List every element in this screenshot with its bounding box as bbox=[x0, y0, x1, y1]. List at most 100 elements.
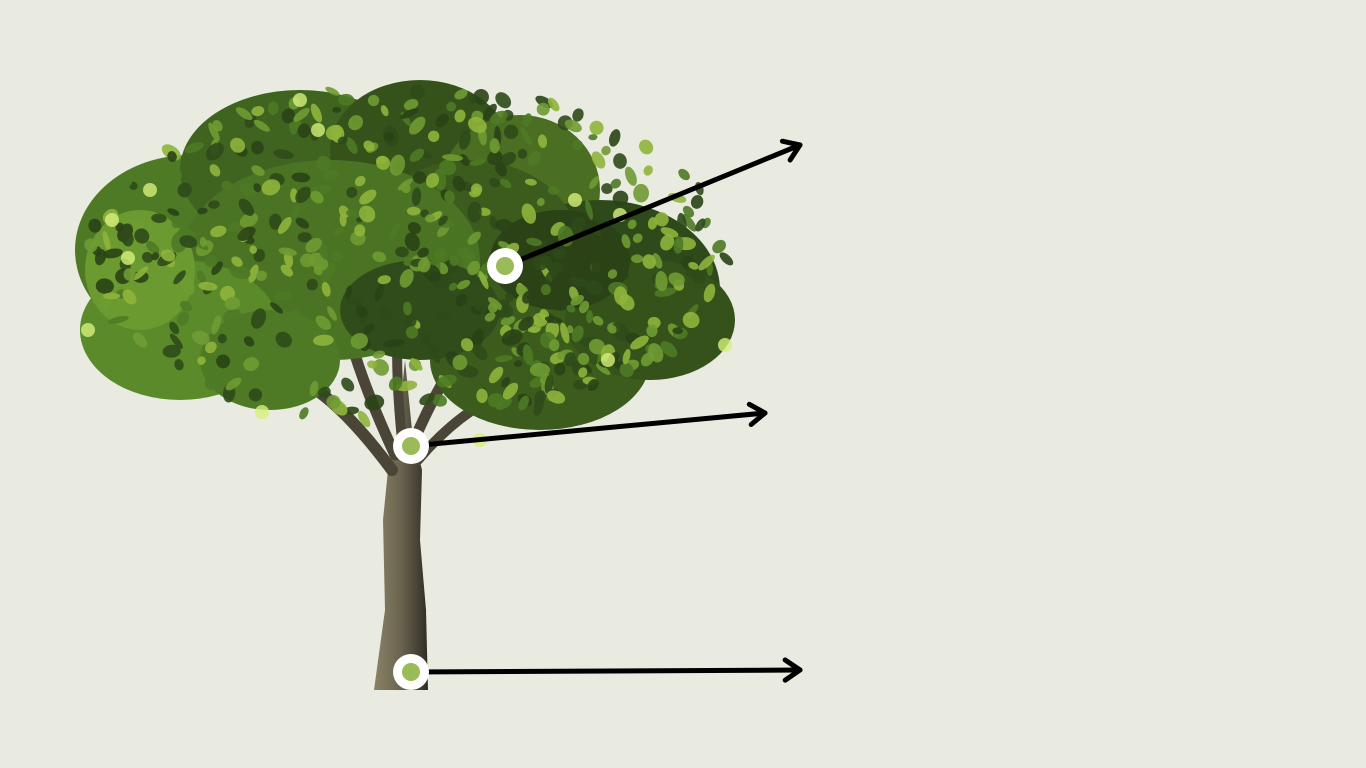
leaf bbox=[593, 213, 606, 225]
leaf bbox=[235, 368, 245, 378]
leaf bbox=[162, 344, 181, 358]
leaf bbox=[500, 152, 517, 166]
leaf bbox=[378, 305, 393, 322]
leaf bbox=[250, 308, 267, 329]
leaf bbox=[428, 130, 440, 142]
leaf bbox=[346, 209, 361, 219]
leaf bbox=[217, 333, 227, 344]
leaf bbox=[690, 194, 704, 209]
leaf bbox=[608, 129, 621, 147]
leaf bbox=[274, 291, 292, 301]
leaf bbox=[357, 410, 371, 428]
leaf bbox=[372, 350, 386, 359]
leaf bbox=[452, 354, 468, 371]
hotspot-branches[interactable] bbox=[393, 428, 429, 464]
leaf bbox=[553, 248, 567, 260]
leaf bbox=[436, 374, 457, 388]
leaf bbox=[113, 179, 133, 192]
leaf bbox=[208, 200, 220, 209]
leaf bbox=[299, 407, 309, 420]
leaf bbox=[621, 234, 631, 249]
leaf bbox=[297, 123, 311, 138]
leaf bbox=[225, 377, 242, 391]
leaf bbox=[355, 305, 368, 318]
leaf bbox=[640, 352, 654, 367]
leaf bbox=[239, 212, 258, 228]
leaf bbox=[425, 172, 440, 188]
leaf bbox=[535, 95, 553, 109]
leaf bbox=[474, 304, 487, 313]
leaf bbox=[467, 231, 481, 245]
leaf bbox=[449, 255, 459, 266]
leaf bbox=[401, 183, 411, 194]
leaf bbox=[456, 247, 475, 261]
leaf bbox=[585, 199, 594, 220]
leaf bbox=[495, 92, 512, 109]
leaf bbox=[413, 171, 426, 184]
leaf bbox=[631, 254, 644, 264]
leaf bbox=[364, 394, 385, 411]
leaf bbox=[532, 256, 548, 271]
leaf bbox=[630, 335, 649, 350]
leaf bbox=[554, 362, 566, 376]
leaf bbox=[522, 113, 532, 127]
leaf bbox=[478, 270, 489, 290]
leaf bbox=[411, 187, 422, 206]
hotspot-crown[interactable] bbox=[487, 248, 523, 284]
leaf bbox=[243, 357, 260, 372]
leaf bbox=[359, 189, 377, 205]
leaf bbox=[367, 360, 378, 369]
leaf-highlight bbox=[105, 213, 119, 227]
leaf bbox=[567, 325, 574, 334]
leaf bbox=[346, 186, 358, 198]
leaf bbox=[564, 119, 582, 133]
leaf bbox=[269, 213, 282, 230]
leaf bbox=[522, 290, 534, 304]
leaf bbox=[642, 254, 656, 269]
leaf bbox=[448, 282, 458, 291]
leaf bbox=[338, 93, 355, 106]
leaf-highlight bbox=[293, 93, 307, 107]
leaf bbox=[540, 284, 552, 296]
leaf bbox=[410, 358, 423, 371]
leaf bbox=[256, 270, 268, 281]
leaf bbox=[198, 281, 218, 291]
leaf bbox=[211, 261, 223, 276]
leaf bbox=[251, 140, 264, 155]
hotspot-trunk[interactable] bbox=[393, 654, 429, 690]
leaf bbox=[526, 237, 543, 246]
leaf bbox=[407, 222, 422, 234]
leaf bbox=[326, 394, 341, 410]
leaf bbox=[141, 251, 154, 263]
leaf bbox=[209, 164, 221, 177]
leaf bbox=[527, 151, 541, 167]
leaf bbox=[179, 300, 193, 312]
leaf bbox=[703, 283, 716, 303]
leaf bbox=[331, 251, 343, 262]
leaf bbox=[591, 260, 607, 281]
leaf bbox=[495, 219, 514, 233]
leaf bbox=[570, 294, 584, 306]
leaf bbox=[88, 218, 102, 233]
leaf bbox=[277, 217, 292, 234]
leaf bbox=[408, 116, 426, 135]
leaf bbox=[444, 190, 455, 204]
leaf bbox=[547, 390, 566, 404]
leaf bbox=[529, 362, 550, 377]
leaf bbox=[211, 315, 221, 335]
leaf bbox=[572, 139, 583, 151]
leaf bbox=[322, 170, 338, 181]
hotspot-marker-icon bbox=[402, 663, 420, 681]
leaf bbox=[253, 119, 270, 132]
leaf bbox=[316, 155, 331, 172]
leaf bbox=[517, 148, 528, 159]
hotspot-marker-icon bbox=[402, 437, 420, 455]
leaf bbox=[102, 292, 121, 300]
leaf bbox=[204, 377, 218, 391]
leaf bbox=[522, 344, 534, 366]
leaf bbox=[592, 315, 604, 326]
leaf bbox=[660, 227, 679, 238]
leaf bbox=[173, 270, 186, 285]
